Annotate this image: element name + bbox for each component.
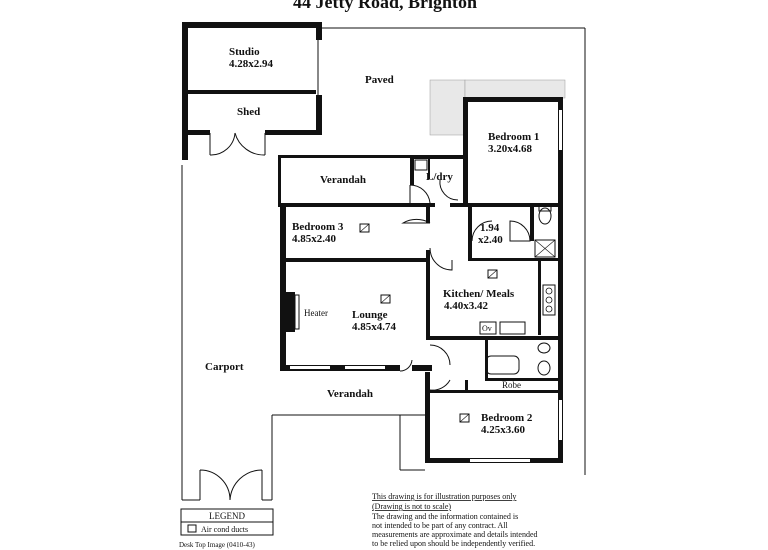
lounge-size: 4.85x4.74 (352, 321, 397, 333)
studio-label: Studio (229, 46, 260, 58)
heater-label: Heater (304, 308, 328, 318)
garden-bed (429, 79, 566, 136)
bedroom2-size: 4.25x3.60 (481, 424, 526, 436)
bath-size-line1: 1.94 (480, 222, 500, 234)
shed-label: Shed (237, 106, 260, 118)
bathroom-fixtures (485, 205, 556, 376)
lounge-label: Lounge (352, 309, 388, 321)
address-title: 44 Jetty Road, Brighton (293, 0, 477, 12)
disclaimer-line4: not intended to be part of any contract.… (372, 521, 509, 530)
laundry-label: L/dry (426, 171, 453, 183)
bedroom2-label: Bedroom 2 (481, 412, 533, 424)
verandah-bottom-label: Verandah (327, 388, 373, 400)
studio-shed-walls (182, 22, 322, 160)
bedroom1-size: 3.20x4.68 (488, 143, 533, 155)
kitchen-size: 4.40x3.42 (444, 300, 489, 312)
duct-icon (187, 524, 197, 533)
house-walls (278, 97, 563, 463)
disclaimer-line1: This drawing is for illustration purpose… (372, 492, 516, 501)
duct-icon (459, 413, 470, 423)
legend-title: LEGEND (209, 511, 245, 521)
robe-label: Robe (502, 380, 521, 390)
disclaimer: This drawing is for illustration purpose… (372, 492, 538, 548)
disclaimer-line5: measurements are approximate and details… (372, 530, 538, 539)
property-boundary (181, 27, 586, 501)
windows (290, 110, 562, 462)
bedroom1-label: Bedroom 1 (488, 131, 539, 143)
bath-size-line2: x2.40 (478, 234, 503, 246)
duct-icon (380, 294, 391, 304)
bedroom3-size: 4.85x2.40 (292, 233, 337, 245)
footer-code: Desk Top Image (0410-43) (179, 541, 255, 549)
door-swings (399, 179, 531, 391)
duct-icon (487, 269, 498, 279)
duct-icon (359, 223, 370, 233)
air-cond-duct-markers (359, 223, 498, 423)
oven-label: Ov (482, 324, 492, 333)
disclaimer-line2: (Drawing is not to scale) (372, 502, 451, 511)
bedroom3-label: Bedroom 3 (292, 221, 344, 233)
paved-label: Paved (365, 74, 394, 86)
studio-size: 4.28x2.94 (229, 58, 274, 70)
verandah-top-label: Verandah (320, 174, 366, 186)
disclaimer-line6: to be relied upon should be independentl… (372, 539, 535, 548)
kitchen-fixtures (479, 284, 556, 335)
legend: LEGEND Air cond ducts (180, 508, 274, 536)
carport-label: Carport (205, 361, 244, 373)
carport-gates (199, 469, 263, 501)
legend-item: Air cond ducts (201, 525, 248, 534)
fireplace (286, 292, 300, 332)
kitchen-label: Kitchen/ Meals (443, 288, 515, 300)
disclaimer-line3: The drawing and the information containe… (372, 512, 518, 521)
